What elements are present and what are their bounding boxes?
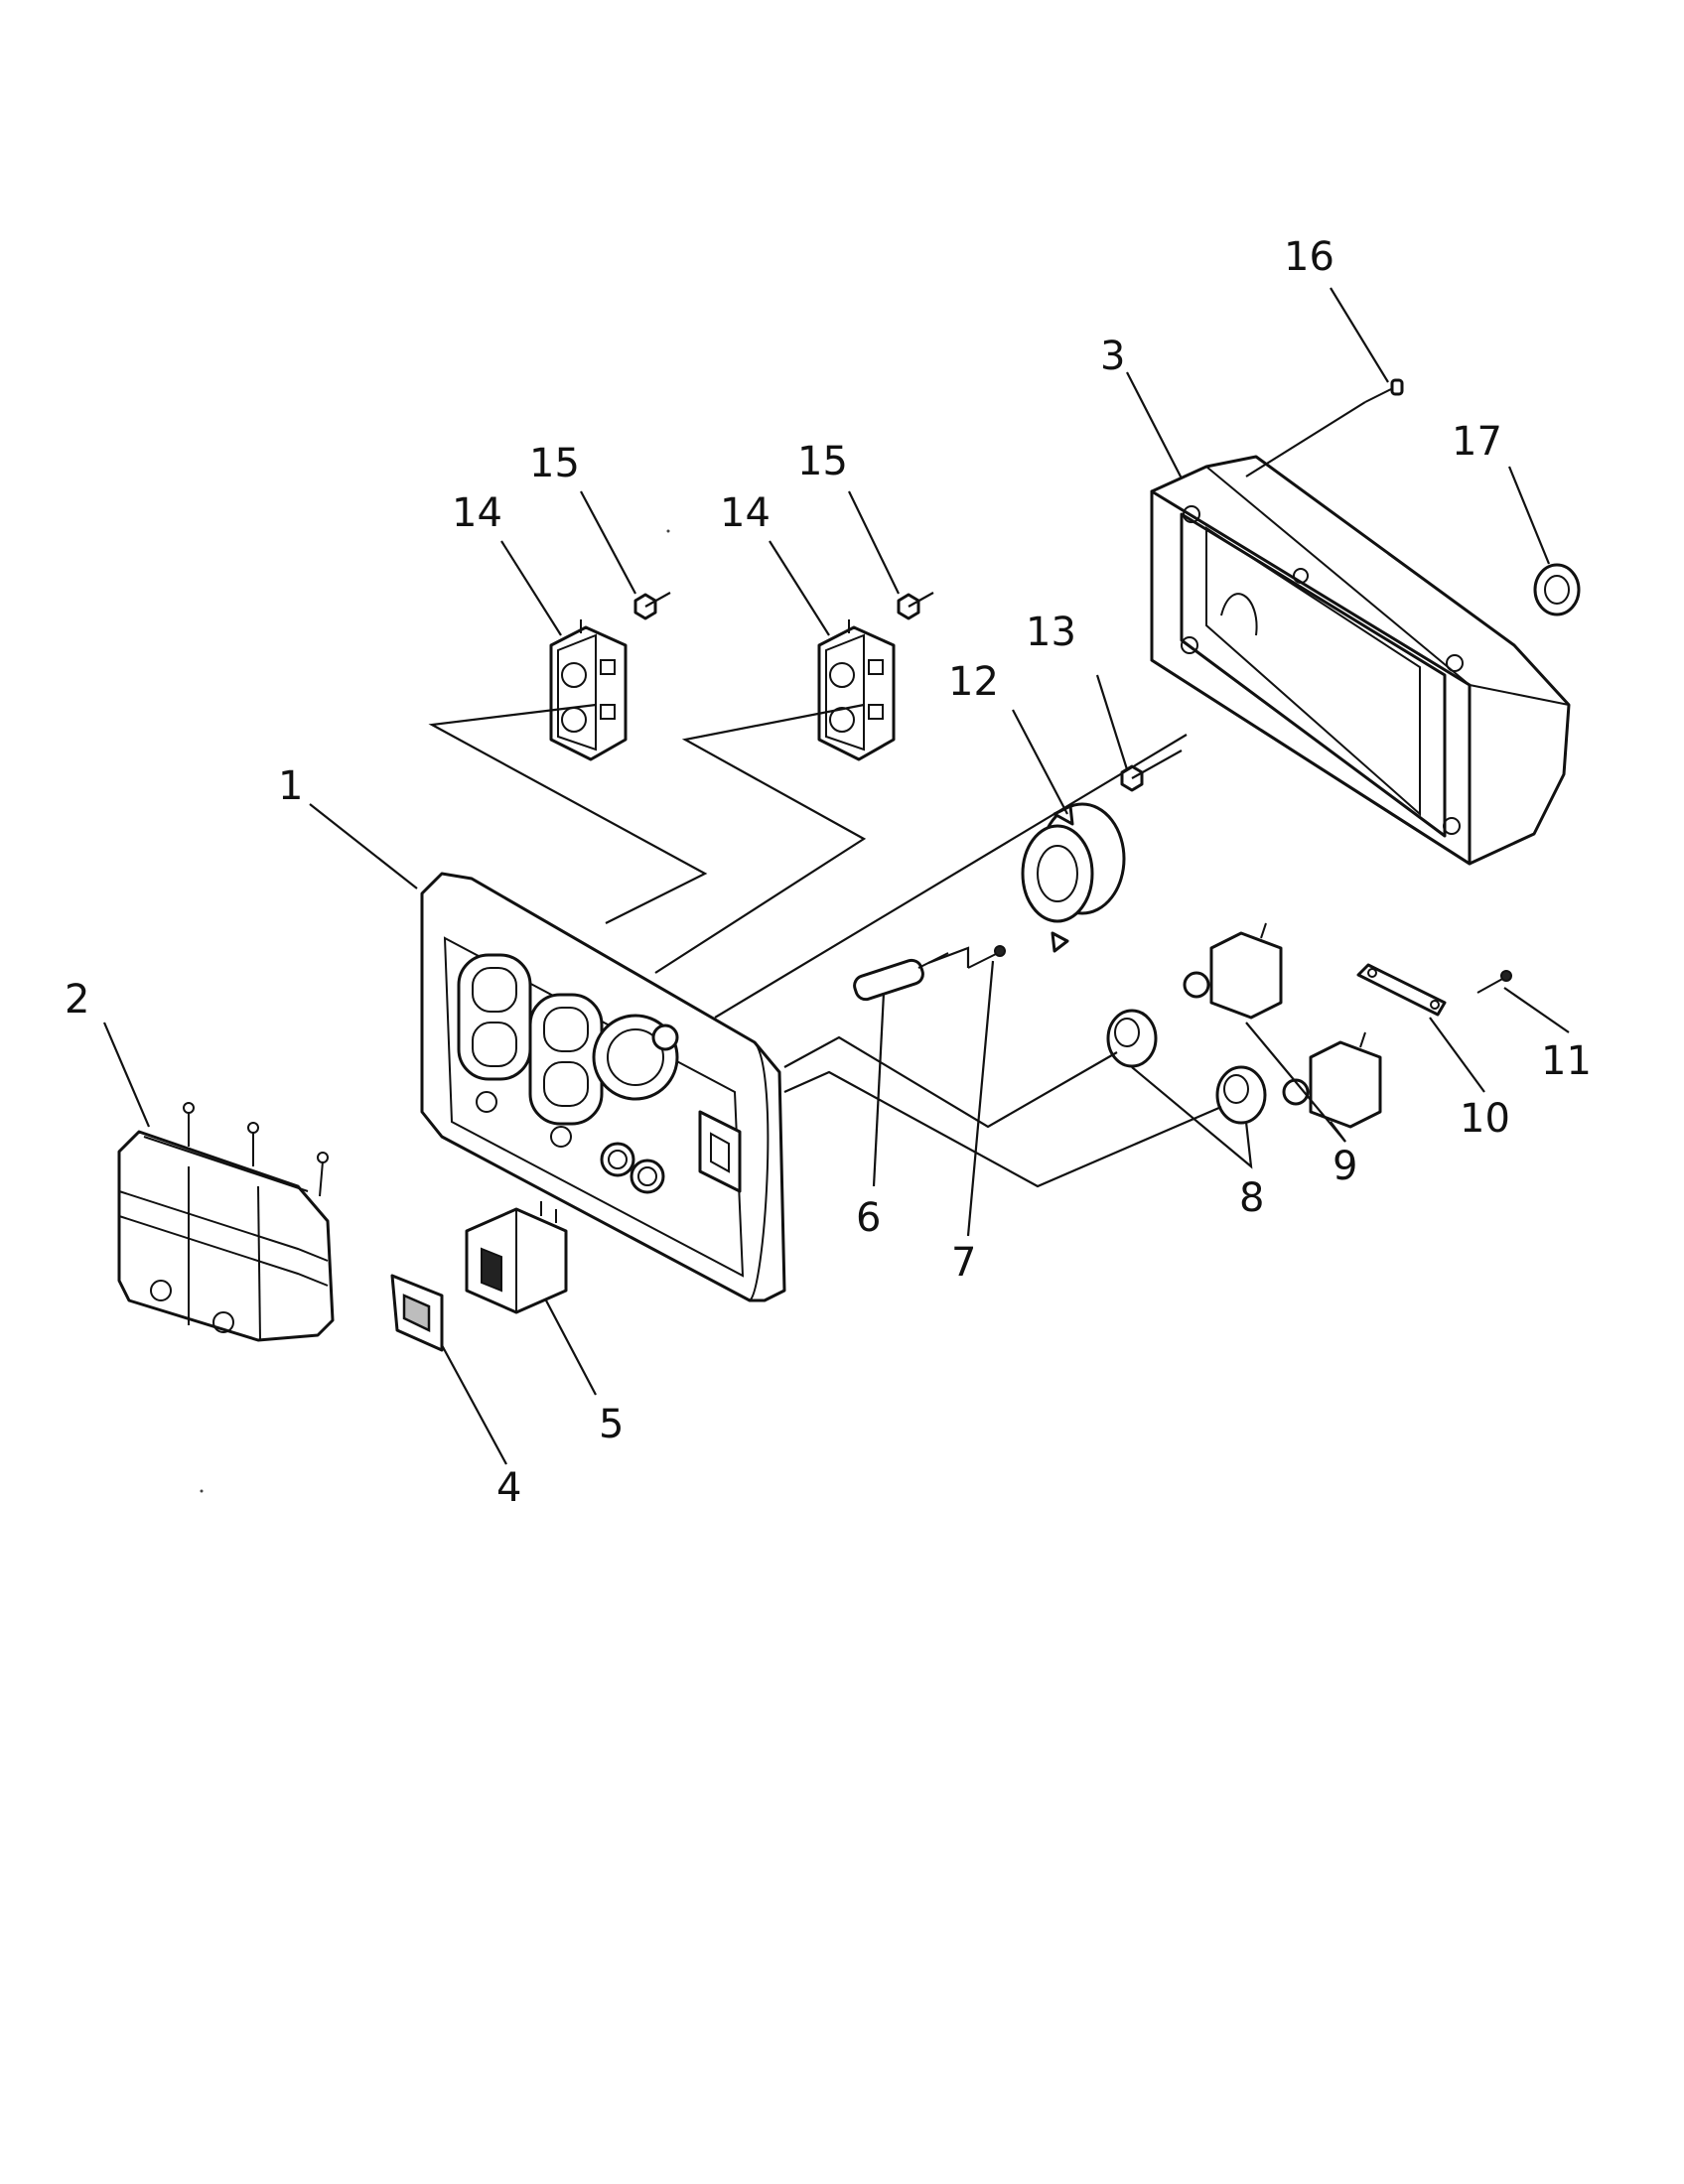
leader-lines	[102, 287, 1570, 1465]
part-11-screw	[1476, 970, 1512, 994]
part-8-breaker-caps	[1106, 1009, 1267, 1125]
part-2-outlet-cover	[117, 1102, 335, 1342]
callout-10: 10	[1460, 1096, 1510, 1142]
callout-1: 1	[278, 763, 303, 809]
callout-11: 11	[1541, 1038, 1592, 1084]
assembly-guide-lines	[428, 401, 1366, 1188]
callout-6: 6	[856, 1195, 881, 1241]
speck	[200, 1489, 204, 1493]
callout-17: 17	[1452, 419, 1502, 465]
speck	[666, 529, 670, 533]
part-7-screw	[967, 945, 1006, 969]
callout-12: 12	[948, 659, 999, 705]
part-16-bolt	[1364, 378, 1404, 403]
callout-14-right: 14	[720, 490, 771, 536]
callout-14-left: 14	[452, 490, 502, 536]
callout-5: 5	[599, 1402, 624, 1447]
part-4-switch-cap	[390, 1274, 444, 1352]
callout-2: 2	[65, 977, 89, 1023]
callout-3: 3	[1100, 334, 1125, 379]
callout-labels: 1 2 3 4 5 6 7 8 9 10 11 12 13 14 14 15 1…	[65, 234, 1592, 1511]
part-1-control-panel	[420, 872, 786, 1302]
part-5-rocker-switch	[465, 1201, 568, 1314]
callout-4: 4	[496, 1465, 521, 1511]
part-15-nuts	[633, 593, 920, 620]
part-10-bus-bar	[1356, 963, 1447, 1017]
callout-15-left: 15	[529, 441, 580, 486]
part-17-grommet	[1533, 563, 1581, 616]
part-3-rear-housing	[1150, 455, 1571, 866]
part-9-circuit-breakers	[1183, 922, 1382, 1129]
part-12-twist-lock-receptacle	[1021, 802, 1126, 953]
callout-8: 8	[1239, 1175, 1264, 1221]
part-14-duplex-receptacle-right	[817, 619, 896, 761]
callout-15-right: 15	[797, 439, 848, 484]
callout-7: 7	[951, 1240, 976, 1286]
callout-13: 13	[1026, 610, 1076, 655]
callout-16: 16	[1284, 234, 1334, 280]
part-14-duplex-receptacle-left	[549, 619, 628, 761]
callout-9: 9	[1333, 1144, 1357, 1189]
